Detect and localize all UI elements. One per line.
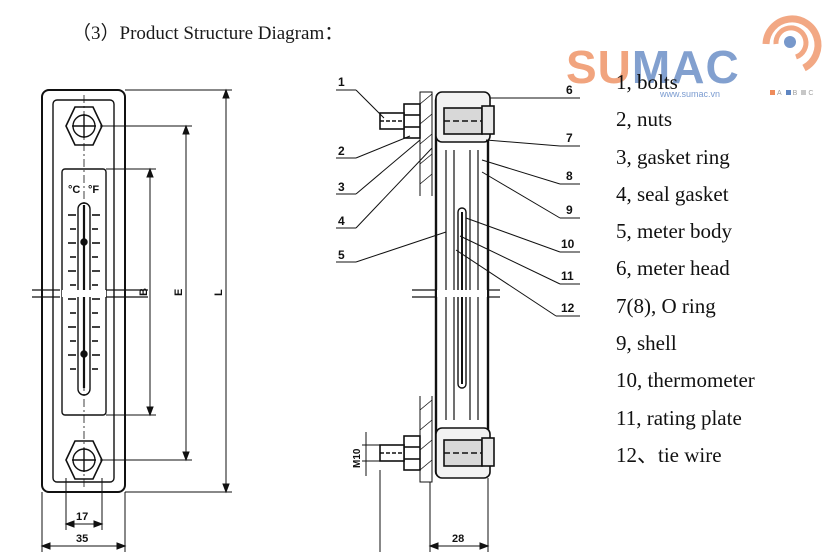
dimension-e (100, 124, 192, 462)
legend-item: 10, thermometer (616, 368, 755, 393)
dimension-l (125, 88, 232, 494)
left-leader-lines (336, 89, 447, 263)
legend-item: 3, gasket ring (616, 144, 730, 169)
parts-legend: 1, bolts 2, nuts 3, gasket ring 4, seal … (616, 64, 755, 474)
callout-9: 9 (566, 203, 573, 217)
logo-text-su: SU (566, 41, 632, 93)
side-thermometer (457, 207, 467, 389)
logo-ring-icon (762, 15, 822, 72)
callout-7: 7 (566, 131, 573, 145)
front-outer-body (41, 89, 126, 493)
diagram-title: （3）Product Structure Diagram： (72, 23, 344, 44)
logo-wordmark: SUMAC (566, 40, 740, 94)
legend-item: 6, meter head (616, 256, 730, 281)
dimension-35 (40, 492, 127, 552)
callout-1: 1 (338, 75, 345, 89)
legend-item: 12、tie wire (616, 442, 722, 467)
legend-item: 5, meter body (616, 219, 733, 244)
logo-badge-c: C (808, 90, 814, 97)
fahrenheit-scale-ticks (92, 214, 100, 370)
dimension-35-label: 35 (76, 533, 88, 545)
legend-item: 1, bolts (616, 70, 678, 94)
legend-item: 7(8), O ring (616, 293, 716, 318)
legend-item: 9, shell (616, 331, 677, 356)
dimension-17 (64, 478, 104, 530)
legend-item: 11, rating plate (616, 405, 742, 430)
callout-5: 5 (338, 248, 345, 262)
legend-item: 2, nuts (616, 107, 673, 132)
front-view (32, 88, 232, 552)
front-inner-body (52, 99, 115, 483)
logo-badge: A B C (766, 90, 813, 97)
logo-url: www.sumac.vn (660, 89, 721, 99)
front-break-lines (32, 289, 148, 298)
right-leader-lines (455, 97, 580, 317)
celsius-scale-ticks (68, 214, 76, 370)
logo-badge-a: A (777, 90, 782, 97)
callout-6: 6 (566, 83, 573, 97)
dimension-l-label: L (213, 289, 225, 296)
logo-text-mac: MAC (631, 41, 740, 93)
dimension-m10-label: M10 (352, 448, 363, 468)
callout-4: 4 (338, 214, 345, 228)
logo-badge-b: B (792, 90, 798, 97)
dimension-b-label: B (138, 288, 150, 296)
sumac-logo: SUMAC www.sumac.vn A B C (566, 4, 836, 100)
side-view (336, 89, 580, 552)
callout-8: 8 (566, 169, 573, 183)
callout-11: 11 (561, 269, 574, 283)
side-break-lines (412, 289, 500, 298)
dimension-28 (379, 470, 490, 552)
bottom-head (379, 427, 495, 479)
legend-item: 4, seal gasket (616, 181, 729, 206)
dimension-28-label: 28 (452, 533, 464, 545)
callout-10: 10 (561, 237, 575, 251)
celsius-label: °C (68, 184, 80, 196)
wall-hatching (419, 93, 433, 471)
dimension-e-label: E (173, 289, 185, 296)
top-head (379, 91, 495, 143)
dimension-m10 (362, 432, 382, 476)
fahrenheit-label: °F (88, 184, 99, 196)
callout-12: 12 (561, 301, 575, 315)
callout-3: 3 (338, 180, 345, 194)
callout-2: 2 (338, 144, 345, 158)
thermometer-tube (77, 202, 91, 396)
dimension-b (106, 167, 156, 417)
dimension-17-label: 17 (76, 511, 88, 523)
